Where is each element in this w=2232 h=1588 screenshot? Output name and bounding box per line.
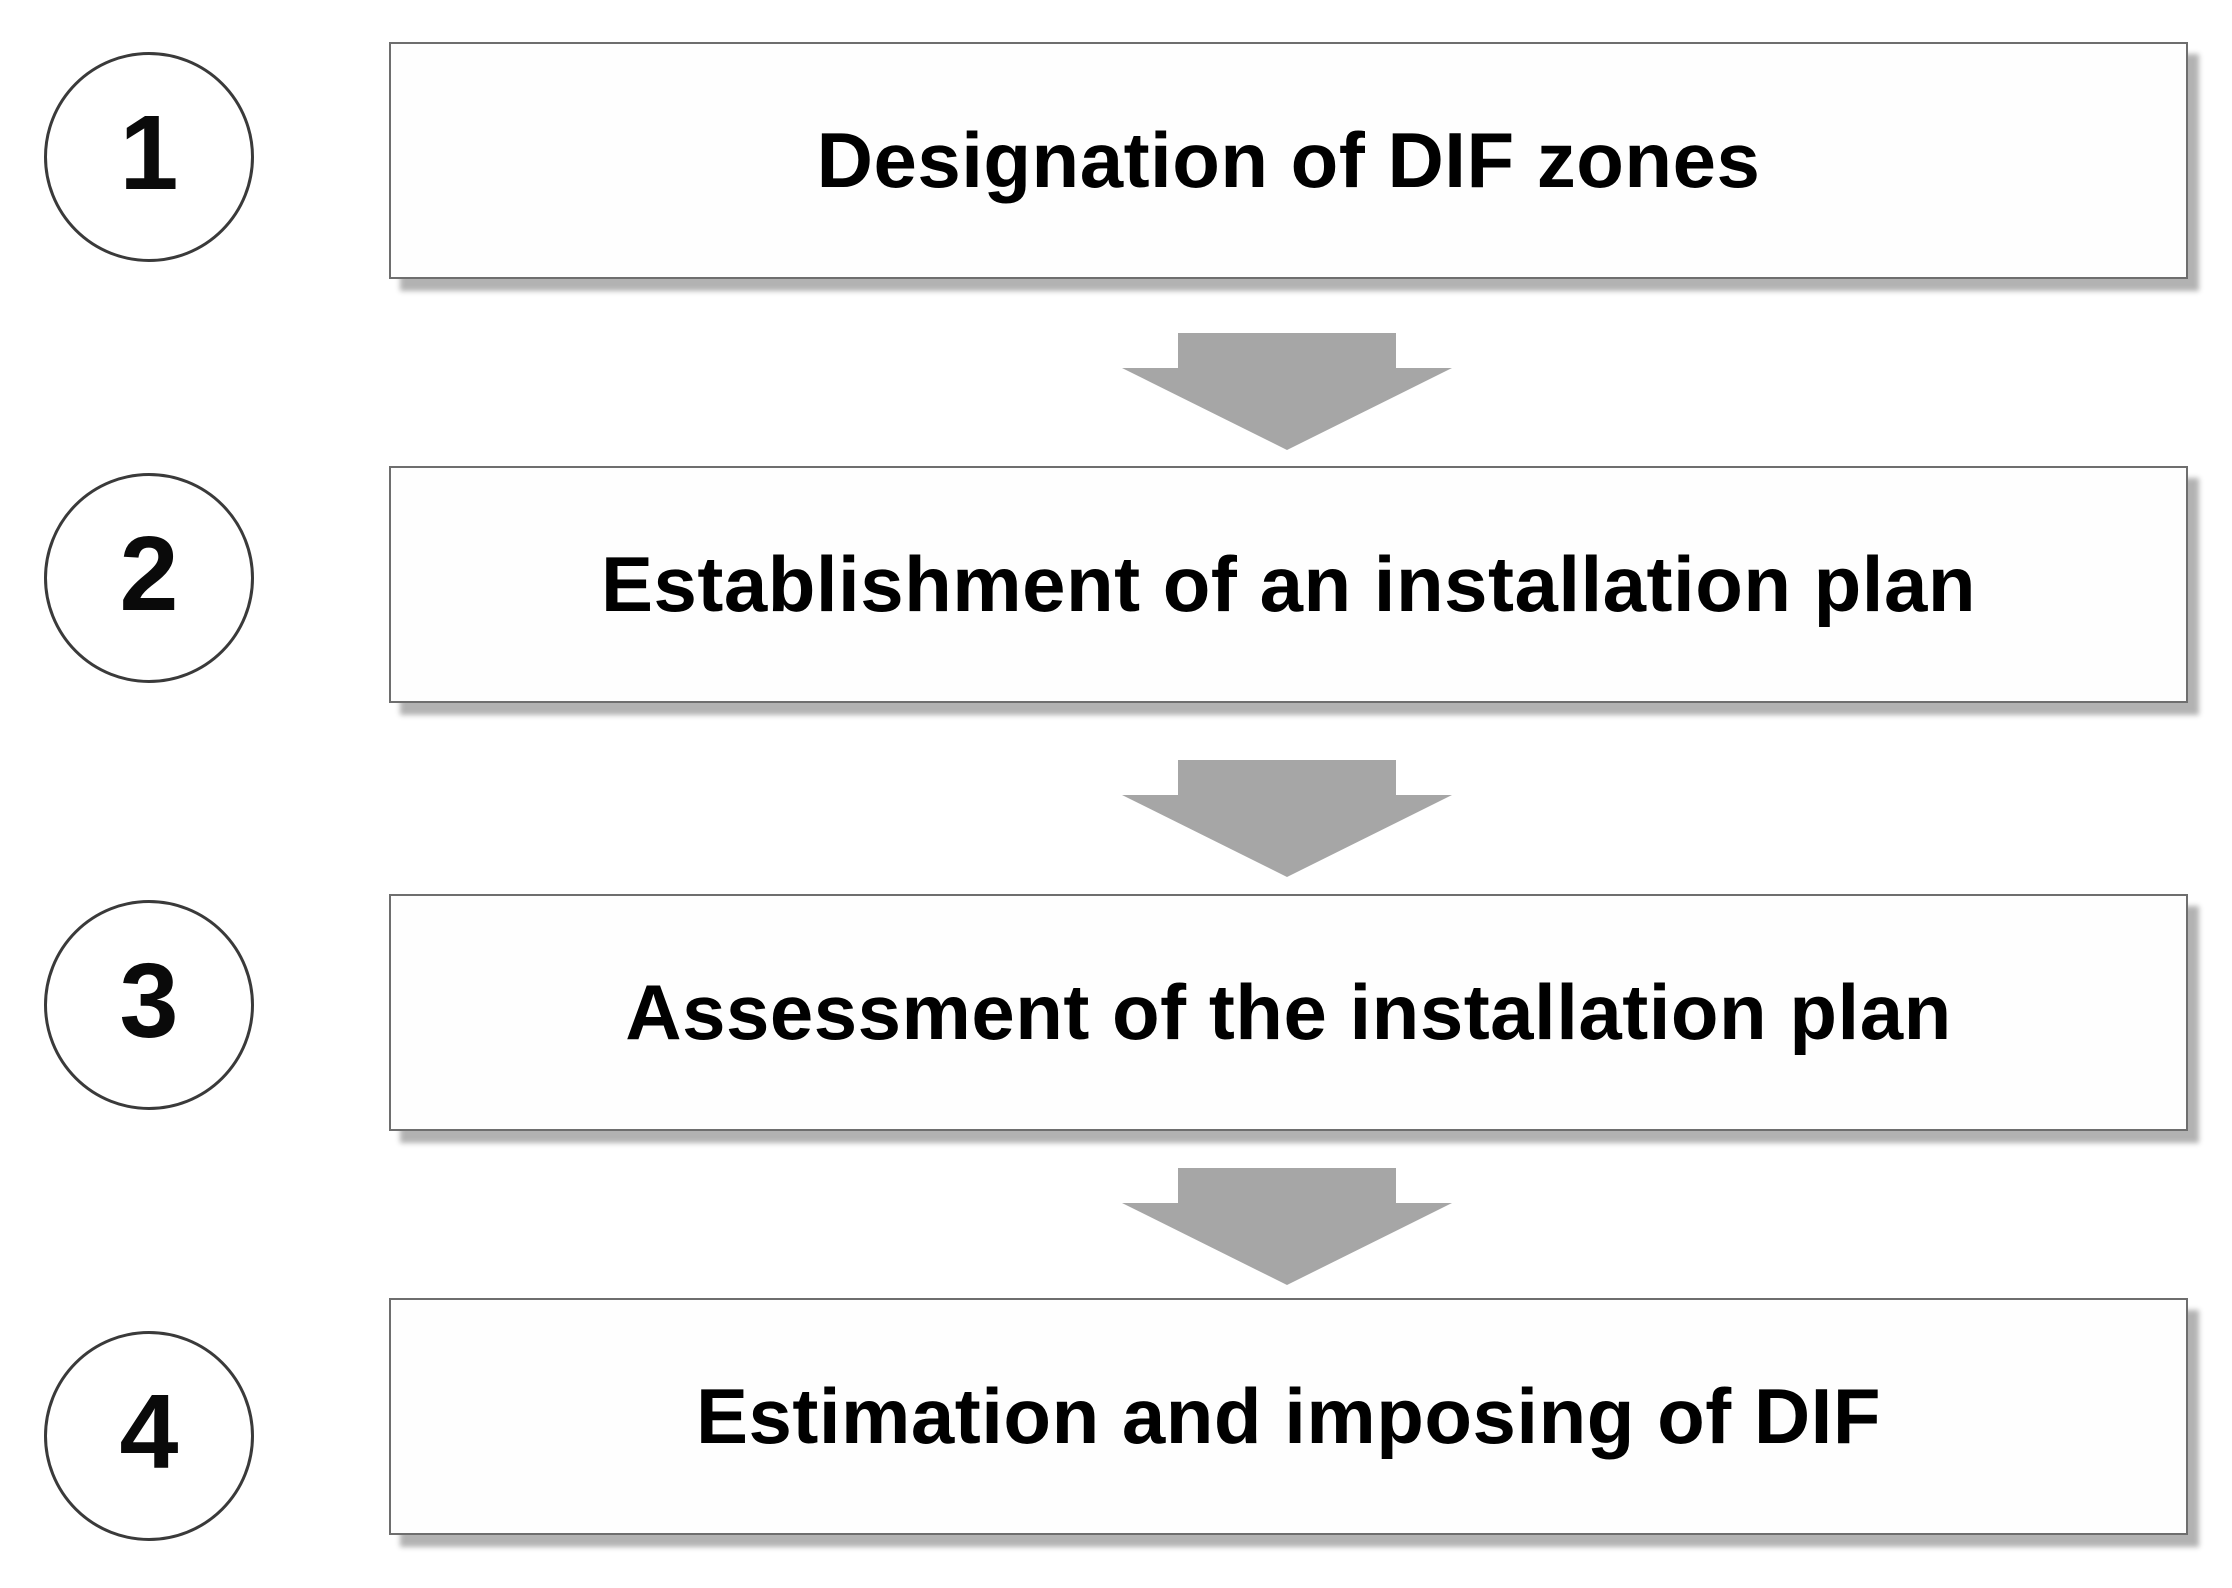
down-arrow-icon-3 <box>1122 1168 1452 1285</box>
down-arrow-icon-2 <box>1122 760 1452 877</box>
step-2-label: Establishment of an installation plan <box>600 540 1976 628</box>
step-4-label: Estimation and imposing of DIF <box>696 1372 1881 1460</box>
down-arrow-icon-1 <box>1122 333 1452 450</box>
step-3-number-circle: 3 <box>44 900 254 1110</box>
step-3-number: 3 <box>119 942 179 1060</box>
step-4-number: 4 <box>119 1373 179 1491</box>
step-4-box: Estimation and imposing of DIF <box>389 1298 2188 1535</box>
step-1-box: Designation of DIF zones <box>389 42 2188 279</box>
step-2-number-circle: 2 <box>44 473 254 683</box>
step-2-number: 2 <box>119 515 179 633</box>
step-4-number-circle: 4 <box>44 1331 254 1541</box>
step-3-box: Assessment of the installation plan <box>389 894 2188 1131</box>
down-arrow-shape-3 <box>1122 1168 1452 1285</box>
down-arrow-shape-1 <box>1122 333 1452 450</box>
step-2-box: Establishment of an installation plan <box>389 466 2188 703</box>
step-1-number-circle: 1 <box>44 52 254 262</box>
down-arrow-shape-2 <box>1122 760 1452 877</box>
step-1-number: 1 <box>119 94 179 212</box>
step-3-label: Assessment of the installation plan <box>625 968 1952 1056</box>
step-1-label: Designation of DIF zones <box>816 116 1761 204</box>
